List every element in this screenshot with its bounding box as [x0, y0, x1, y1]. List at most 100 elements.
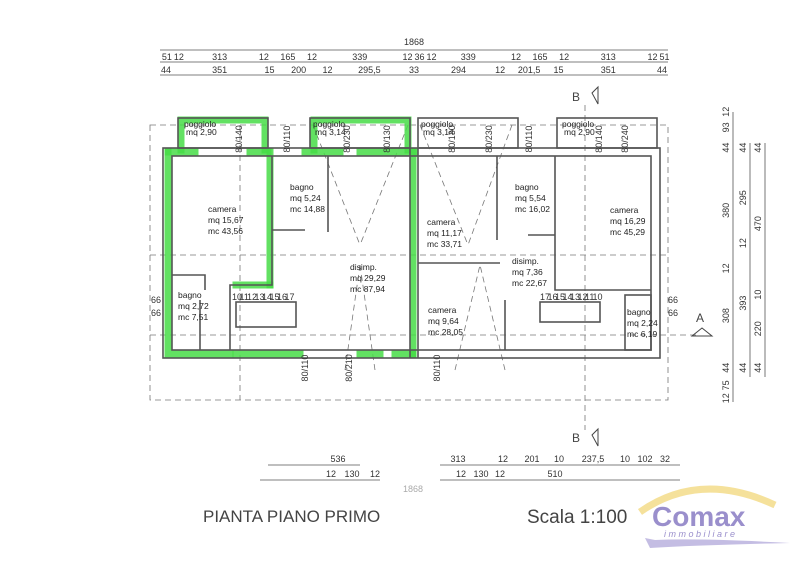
logo-brand: Comax	[652, 501, 746, 532]
dim-label: 130	[344, 469, 359, 479]
room-area-mq: mq 16,29	[610, 216, 646, 226]
dim-label: 44	[657, 65, 667, 75]
window-size: 80/110	[524, 126, 534, 153]
dim-label: 12	[326, 469, 336, 479]
stair-step-number: 13	[570, 292, 580, 302]
room-name: camera	[208, 204, 237, 214]
dim-side-2: 66	[668, 308, 678, 318]
dim-label: 308	[721, 308, 731, 323]
dim-label: 470	[753, 216, 763, 231]
dim-label: 12	[174, 52, 184, 62]
dim-label: 44	[753, 143, 763, 153]
window-size: 80/130	[447, 125, 457, 153]
dim-label: 44	[721, 363, 731, 373]
comax-logo: Comax immobiliare	[637, 485, 790, 548]
dim-side-left-1: 66	[151, 295, 161, 305]
dim-label: 294	[451, 65, 466, 75]
dim-label: 51	[659, 52, 669, 62]
dim-label: 393	[738, 296, 748, 311]
room-area-mq: mq 15,67	[208, 215, 244, 225]
room-name: camera	[428, 305, 457, 315]
room-name: camera	[610, 205, 639, 215]
balcony-area: mq 2,90	[564, 127, 595, 137]
window-size: 80/240	[620, 125, 630, 153]
dim-label: 12	[495, 469, 505, 479]
room-volume-mc: mc 14,88	[290, 204, 325, 214]
dim-label: 12	[498, 454, 508, 464]
stair-step-number: 17	[285, 292, 295, 302]
dim-label: 220	[753, 321, 763, 336]
window-size: 80/230	[484, 125, 494, 153]
dim-label: 44	[738, 363, 748, 373]
stair-step-number: 12	[578, 292, 588, 302]
dim-label: 15	[554, 65, 564, 75]
dim-label: 12	[456, 469, 466, 479]
balcony-area: mq 3,14	[423, 127, 454, 137]
balcony-name: poggiolo	[313, 119, 345, 129]
dim-bottom-faint: 1868	[403, 484, 423, 494]
dim-total-width: 1868	[404, 37, 424, 47]
stair-step-number: 15	[270, 292, 280, 302]
window-size: 80/140	[594, 125, 604, 153]
room-area-mq: mq 2,24	[627, 318, 658, 328]
dim-label: 44	[161, 65, 171, 75]
window-size: 80/140	[234, 125, 244, 153]
stair-step-number: 16	[277, 292, 287, 302]
dim-label: 12	[721, 107, 731, 117]
dim-label: 165	[533, 52, 548, 62]
plan-scale: Scala 1:100	[527, 507, 627, 528]
room-area-mq: mq 2,72	[178, 301, 209, 311]
dim-label: 12	[647, 52, 657, 62]
stair-step-number: 12	[247, 292, 257, 302]
logo-tagline: immobiliare	[664, 529, 738, 539]
right-dimensions: 1293443801230844751244295123934444470102…	[151, 107, 766, 403]
dim-label: 237,5	[582, 454, 605, 464]
room-volume-mc: mc 22,67	[512, 278, 547, 288]
dim-label: 351	[601, 65, 616, 75]
dim-label: 380	[721, 203, 731, 218]
room-area-mq: mq 5,24	[290, 193, 321, 203]
section-a: A	[696, 311, 704, 325]
room-name: bagno	[627, 307, 651, 317]
dim-label: 295	[738, 190, 748, 205]
walls	[162, 117, 661, 359]
dim-label: 93	[721, 122, 731, 132]
balcony-name: poggiolo	[184, 119, 216, 129]
stair-step-number: 16	[548, 292, 558, 302]
stair-step-number: 10	[232, 292, 242, 302]
dim-label: 44	[721, 143, 731, 153]
dim-label: 12	[426, 52, 436, 62]
dim-label: 12	[495, 65, 505, 75]
window-size: 80/110	[432, 355, 442, 382]
room-volume-mc: mc 28,05	[428, 327, 463, 337]
room-volume-mc: mc 6,19	[627, 329, 658, 339]
balcony-name: poggiolo	[562, 119, 594, 129]
dim-label: 12	[511, 52, 521, 62]
dim-label: 313	[601, 52, 616, 62]
dim-label: 12	[402, 52, 412, 62]
dim-label: 12	[721, 263, 731, 273]
room-name: camera	[427, 217, 456, 227]
room-name: disimp.	[512, 256, 539, 266]
dim-label: 12	[323, 65, 333, 75]
dim-label: 32	[660, 454, 670, 464]
dim-label: 536	[330, 454, 345, 464]
dim-label: 12	[559, 52, 569, 62]
room-volume-mc: mc 45,29	[610, 227, 645, 237]
room-name: bagno	[290, 182, 314, 192]
room-volume-mc: mc 16,02	[515, 204, 550, 214]
stair-step-number: 11	[240, 292, 249, 302]
room-volume-mc: mc 87,94	[350, 284, 385, 294]
room-volume-mc: mc 33,71	[427, 239, 462, 249]
dim-label: 10	[554, 454, 564, 464]
stair-step-number: 14	[563, 292, 573, 302]
dim-label: 12	[259, 52, 269, 62]
section-markers: B B A	[572, 85, 714, 447]
balcony-area: mq 3,14	[315, 127, 346, 137]
window-size: 80/130	[382, 125, 392, 153]
window-size: 80/110	[300, 355, 310, 382]
room-area-mq: mq 9,64	[428, 316, 459, 326]
